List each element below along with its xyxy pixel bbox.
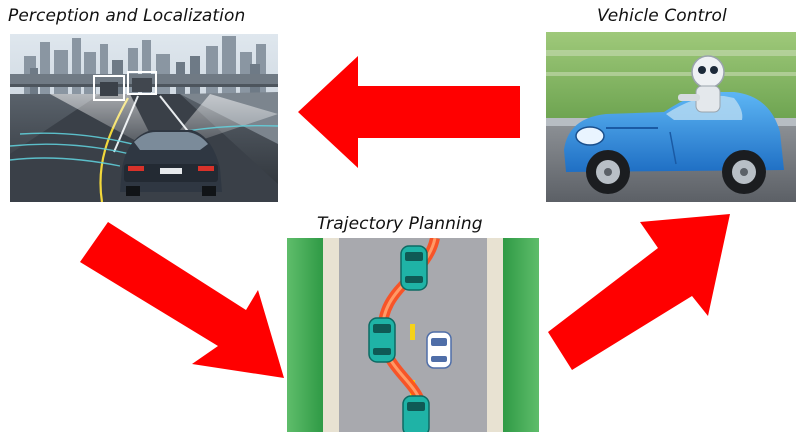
trajectory-planning-image [287, 238, 539, 432]
arrow-to-trajectory-planning [78, 214, 288, 384]
arrow-to-vehicle-control [544, 214, 734, 374]
perception-image [10, 34, 278, 202]
robot-driving-blue-car-icon [546, 32, 796, 202]
arrow-down-right-icon [80, 222, 284, 378]
perception-caption: Perception and Localization [8, 6, 246, 26]
arrow-up-right-icon [548, 214, 730, 370]
vehicle-control-caption: Vehicle Control [597, 6, 727, 26]
city-highway-sensor-scene-icon [10, 34, 278, 202]
arrow-to-perception [298, 56, 524, 168]
arrow-left-icon [298, 56, 520, 168]
vehicle-control-image [546, 32, 796, 202]
trajectory-planning-caption: Trajectory Planning [317, 214, 483, 234]
top-down-lane-change-road-icon [287, 238, 539, 432]
